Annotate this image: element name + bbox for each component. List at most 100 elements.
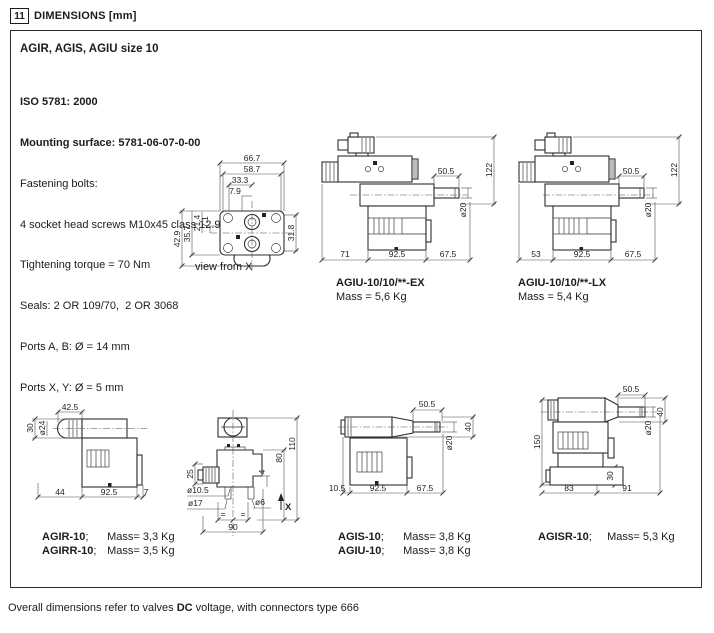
footer-text-pre: Overall dimensions refer to valves — [8, 602, 177, 614]
dim-7-1: 7.1 — [200, 216, 210, 228]
body-details — [522, 138, 641, 251]
valve-body — [321, 132, 460, 251]
spec-seals: Seals: 2 OR 109/70, 2 OR 3068 — [20, 300, 179, 313]
spec-screws: 4 socket head screws M10x45 class 12.9 — [20, 218, 221, 231]
agisr-name: AGISR-10 — [538, 531, 589, 543]
dim-35-7: 35.7 — [182, 225, 192, 242]
dim-92-5: 92.5 — [101, 487, 118, 497]
agis-mass: Mass= 3,8 Kg — [403, 531, 471, 543]
dim-eq-left: = — [221, 509, 226, 519]
dim-7-9: 7.9 — [229, 186, 241, 196]
dim-ticks — [340, 407, 476, 496]
dim-122: 122 — [484, 163, 494, 177]
dim-83: 83 — [564, 483, 574, 493]
dim-42-5: 42.5 — [62, 402, 79, 412]
separator: ; — [381, 544, 385, 557]
section-title: DIMENSIONS [mm] — [34, 10, 137, 22]
separator: ; — [85, 531, 89, 543]
agisr-mass: Mass= 5,3 Kg — [607, 531, 675, 543]
dimensions-panel — [10, 30, 702, 588]
agirr-mass: Mass= 3,5 Kg — [107, 544, 175, 557]
dim-dia20: ø20 — [643, 202, 653, 217]
agiu-ex-title: AGIU-10/10/**-EX — [336, 277, 425, 289]
dim-ticks — [192, 415, 300, 535]
agiu-mass: Mass= 3,8 Kg — [403, 544, 471, 557]
spec-torque: Tightening torque = 70 Nm — [20, 259, 151, 272]
drawing-agir-side: 42.5 30 ø24 44 92.5 7 — [25, 402, 149, 500]
caption-group-agisr: AGISR-10; Mass= 5,3 Kg — [538, 531, 675, 545]
dim-110: 110 — [287, 437, 297, 451]
dim-67-5: 67.5 — [417, 483, 434, 493]
spec-ports-ab: Ports A, B: Ø = 14 mm — [20, 340, 130, 353]
dim-dia20: ø20 — [444, 435, 454, 450]
dim-7: 7 — [144, 487, 149, 497]
spec-bolts: Fastening bolts: — [20, 177, 98, 190]
dim-90: 90 — [228, 522, 238, 532]
dim-21-4: 21.4 — [192, 214, 202, 231]
dim-150: 150 — [532, 435, 542, 449]
body-details — [550, 401, 643, 450]
valve-body — [197, 417, 263, 488]
dim-25: 25 — [185, 469, 195, 479]
spec-block: ISO 5781: 2000 Mounting surface: 5781-06… — [20, 69, 221, 422]
dim-dia24: ø24 — [37, 420, 47, 435]
dim-ticks — [319, 134, 497, 263]
dim-67-5: 67.5 — [440, 249, 457, 259]
caption-agir: AGIR-10; Mass= 3,3 Kg — [42, 531, 175, 545]
spec-ports-xy: Ports X, Y: Ø = 5 mm — [20, 381, 124, 394]
drawing-agisr-side: 50.5 40 ø20 150 30 83 91 — [532, 384, 668, 496]
caption-agis: AGIS-10; Mass= 3,8 Kg — [338, 531, 471, 545]
dim-dia20: ø20 — [643, 420, 653, 435]
caption-agisr: AGISR-10; Mass= 5,3 Kg — [538, 531, 675, 545]
dimension-lines — [342, 409, 475, 494]
valve-body — [518, 132, 645, 251]
dimension-lines — [187, 417, 299, 533]
drawing-view-from-x: 66.7 58.7 33.3 7.9 42.9 35.7 21.4 7.1 31… — [172, 155, 299, 272]
dim-53: 53 — [531, 249, 541, 259]
drawing-agiu-ex: 71 92.5 67.5 122 50.5 ø20 — [319, 132, 497, 263]
separator: ; — [588, 531, 592, 543]
dim-30: 30 — [25, 423, 35, 433]
x-direction-arrow — [278, 493, 284, 510]
dimension-lines — [321, 136, 496, 261]
separator: ; — [380, 531, 384, 543]
agiu-name: AGIU-10 — [338, 544, 382, 557]
body-details — [205, 426, 255, 500]
dim-50-5: 50.5 — [438, 166, 455, 176]
dim-92-5: 92.5 — [389, 249, 406, 259]
dim-50-5: 50.5 — [623, 384, 640, 394]
dim-58-7: 58.7 — [244, 164, 261, 174]
spec-iso: ISO 5781: 2000 — [20, 96, 98, 109]
dim-ticks — [32, 409, 146, 500]
dim-40: 40 — [655, 407, 665, 417]
dim-dia6: ø6 — [255, 497, 265, 507]
dimension-lines — [518, 136, 681, 261]
dim-dia17: ø17 — [188, 498, 203, 508]
panel-title: AGIR, AGIS, AGIU size 10 — [20, 43, 159, 55]
label-agiu-lx: AGIU-10/10/**-LX Mass = 5,4 Kg — [518, 277, 606, 304]
drawing-front-view: 110 80 4 25 ø10.5 ø17 ø6 = = 90 X — [185, 410, 300, 536]
section-number-box: 11 — [10, 8, 29, 24]
agirr-name: AGIRR-10 — [42, 544, 94, 557]
dim-40: 40 — [463, 422, 473, 432]
dim-44: 44 — [55, 487, 65, 497]
dimension-lines — [540, 394, 667, 494]
separator: ; — [93, 544, 97, 557]
dim-30: 30 — [605, 471, 615, 481]
dim-122: 122 — [669, 163, 679, 177]
valve-body — [545, 397, 646, 486]
footer-text-post: voltage, with connectors type 666 — [192, 602, 359, 614]
dimension-lines — [32, 411, 144, 498]
dim-91: 91 — [622, 483, 632, 493]
x-axis-label: X — [285, 502, 292, 513]
body-details — [325, 138, 456, 251]
dim-ticks — [516, 134, 682, 263]
dim-50-5: 50.5 — [419, 399, 436, 409]
dim-dia10-5: ø10.5 — [187, 485, 209, 495]
dim-92-5: 92.5 — [370, 483, 387, 493]
dim-dia20: ø20 — [458, 202, 468, 217]
label-agiu-ex: AGIU-10/10/**-EX Mass = 5,6 Kg — [336, 277, 425, 304]
caption-group-agis: AGIS-10; Mass= 3,8 Kg AGIU-10; Mass= 3,8… — [338, 531, 471, 558]
dim-42-9: 42.9 — [172, 230, 182, 247]
